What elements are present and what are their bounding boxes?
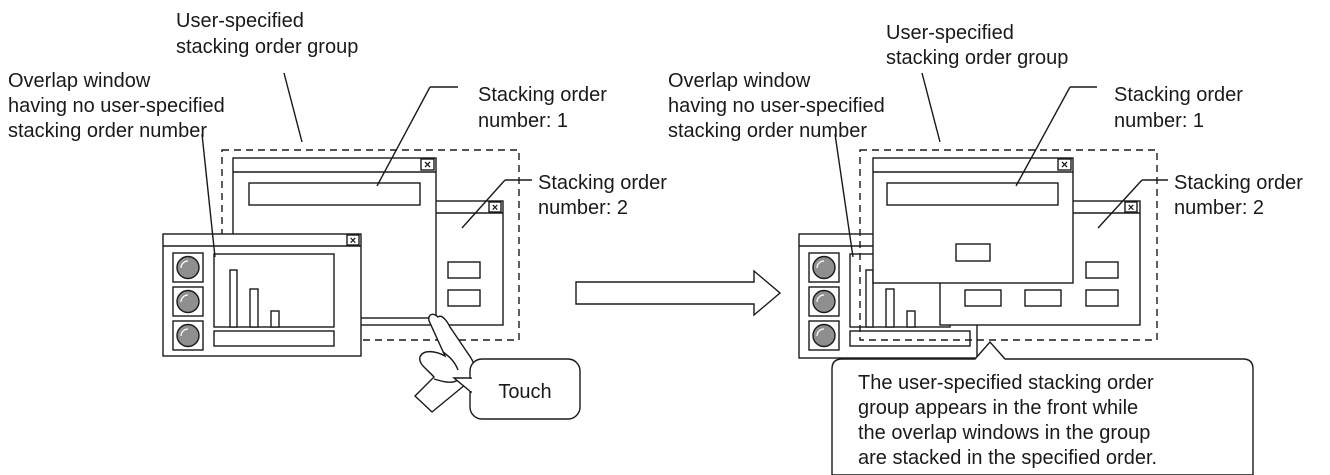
left-lamp-2-icon [176,289,200,314]
left-overlap-close-icon [346,234,360,246]
left-graph-bar [249,288,259,328]
touch-hand-shape [413,313,475,413]
touch-label: Touch [498,381,551,403]
right-group-label-line: User-specified [886,22,1014,44]
right-overlap-leader [834,133,854,258]
right-window-1-close-icon [1057,158,1072,171]
right-callout-text-line: group appears in the front while [858,397,1138,419]
right-window-1-close-glyph: × [1061,158,1068,172]
right-window-2-button [964,289,1002,307]
right-window-1-button [955,243,991,262]
right-panel: × × User-specified stacking order group [668,22,1309,475]
right-lamp-2-icon [812,289,836,314]
right-callout-text-line: are stacked in the specified order. [858,447,1157,469]
right-callout-text-line: the overlap windows in the group [858,422,1150,444]
left-lamp-1-highlight [180,260,189,269]
left-window-1-close-icon [420,158,435,171]
right-stack1-leader [1015,86,1071,187]
left-lamp-3-highlight [180,328,189,337]
right-overlap-label-line: having no user-specified [668,95,885,117]
left-stack2-label: Stacking order number: 2 [538,172,673,219]
right-stack2-label-line: number: 2 [1174,197,1264,219]
left-text-display [213,330,335,347]
right-lamp-3-highlight [816,328,825,337]
left-window-2-button [447,261,481,279]
touch-hand-finger-line [442,351,459,371]
right-overlap-label-line: stacking order number [668,120,867,142]
left-group-leader [283,72,303,143]
right-stack2-label: Stacking order number: 2 [1174,172,1309,219]
right-window-2-button [1085,289,1119,307]
left-group-label: User-specified stacking order group [176,10,358,58]
left-group-label-line: User-specified [176,10,304,32]
right-graph-bar [906,310,916,328]
right-callout-box [831,340,1254,475]
left-lamp-2-highlight [180,294,189,303]
left-stack2-label-line: number: 2 [538,197,628,219]
right-window-1: × [872,157,1074,284]
left-group-label-line: stacking order group [176,36,358,58]
right-group-leader [921,72,941,143]
right-window-2-button [1024,289,1062,307]
right-window-2-button [1085,261,1119,279]
left-stack1-label-line: Stacking order [478,84,607,106]
right-lamp-3-icon [812,323,836,348]
right-window-2-close-icon [1124,201,1138,213]
left-overlap-leader [201,133,216,258]
right-stack1-label-line: number: 1 [1114,110,1204,132]
left-window-1-textfield [248,182,421,206]
right-overlap-label: Overlap window having no user-specified … [668,70,890,142]
left-stack2-leader [461,179,506,229]
right-callout-text: The user-specified stacking order group … [858,372,1159,469]
left-overlap-label: Overlap window having no user-specified … [8,70,230,142]
left-graph-bar [270,310,280,328]
right-graph-bar [865,269,874,328]
right-window-2-close-glyph: × [1128,202,1134,214]
right-overlap-label-line: Overlap window [668,70,811,92]
right-group-label: User-specified stacking order group [886,22,1068,69]
touch-hand-icon [413,313,475,413]
right-graph-bar [885,288,895,328]
right-group-label-line: stacking order group [886,47,1068,69]
left-window-1-close-glyph: × [424,158,431,172]
left-lamp-1-icon [176,255,200,280]
right-window-1-frame [872,157,1074,284]
left-overlap-label-line: stacking order number [8,120,207,142]
right-stack2-leader [1097,179,1143,229]
left-stack1-leader [376,86,431,187]
right-stack2-label-line: Stacking order [1174,172,1303,194]
left-graph-bar [229,269,238,328]
right-stack1-label-line: Stacking order [1114,84,1243,106]
right-callout-text-line: The user-specified stacking order [858,372,1154,394]
left-overlap-window: × [162,233,362,357]
right-group-outline [859,149,1158,341]
right-text-display [849,330,971,347]
left-stack1-label: Stacking order number: 1 [478,84,613,132]
right-callout: The user-specified stacking order group … [831,340,1254,475]
left-overlap-close-glyph: × [350,235,356,247]
left-overlap-label-line: Overlap window [8,70,151,92]
transition-arrow-icon [575,269,782,317]
left-stack2-label-line: Stacking order [538,172,667,194]
right-lamp-1-highlight [816,260,825,269]
left-overlap-label-line: having no user-specified [8,95,225,117]
left-panel: × × × [8,10,673,420]
left-lamp-3-icon [176,323,200,348]
left-window-2-close-icon [488,201,502,213]
left-window-2-button [447,289,481,307]
right-lamp-1-icon [812,255,836,280]
left-window-2-close-glyph: × [492,202,498,214]
right-stack1-label: Stacking order number: 1 [1114,84,1249,132]
right-lamp-2-highlight [816,294,825,303]
right-window-1-textfield [886,182,1059,206]
left-stack1-label-line: number: 1 [478,110,568,132]
